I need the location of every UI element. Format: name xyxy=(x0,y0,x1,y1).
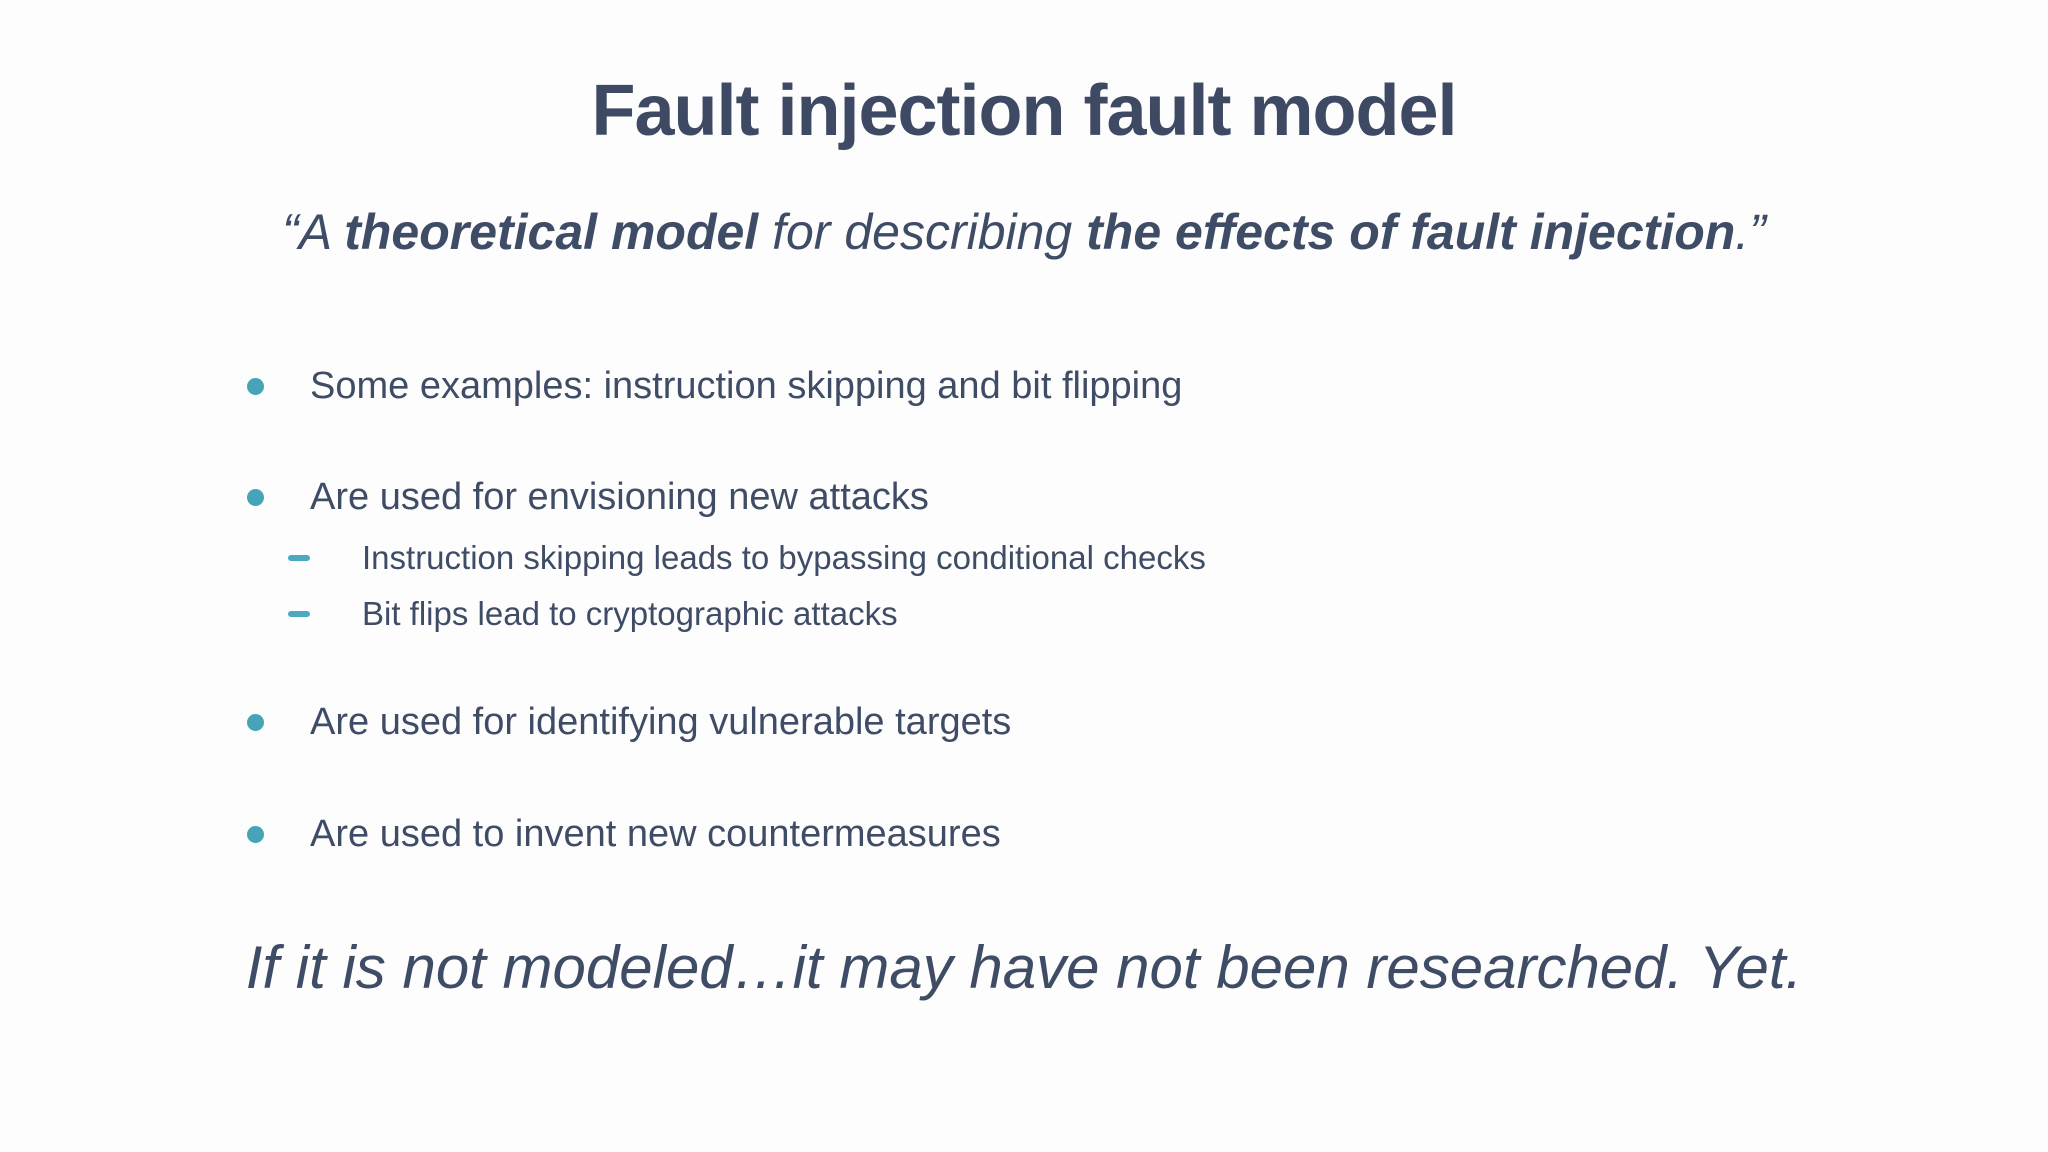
sub-bullet-instruction-skipping: Instruction skipping leads to bypassing … xyxy=(0,536,2048,580)
quote-suffix: .” xyxy=(1735,204,1766,260)
sub-bullet-label: Instruction skipping leads to bypassing … xyxy=(362,539,1206,576)
sub-bullet-label: Bit flips lead to cryptographic attacks xyxy=(362,595,898,632)
bullet-item-label: Are used for identifying vulnerable targ… xyxy=(310,701,1012,743)
bullet-item-label: Some examples: instruction skipping and … xyxy=(310,365,1183,407)
dash-bullet-icon xyxy=(288,611,310,617)
quote-prefix: “A xyxy=(282,204,345,260)
sub-bullet-bit-flips: Bit flips lead to cryptographic attacks xyxy=(0,592,2048,636)
quote-bold-effects: the effects of fault injection xyxy=(1086,204,1736,260)
bullet-dot-icon xyxy=(247,378,264,395)
bullet-item-examples: Some examples: instruction skipping and … xyxy=(0,362,2048,410)
slide-title: Fault injection fault model xyxy=(591,71,1457,151)
closing-statement: If it is not modeled…it may have not bee… xyxy=(245,934,1803,1001)
dash-bullet-icon xyxy=(288,555,310,561)
bullet-item-label: Are used to invent new countermeasures xyxy=(310,813,1001,855)
bullet-item-countermeasures: Are used to invent new countermeasures xyxy=(0,810,2048,858)
quote-bold-theoretical-model: theoretical model xyxy=(344,204,759,260)
bullet-dot-icon xyxy=(247,714,264,731)
bullet-item-envisioning-attacks: Are used for envisioning new attacks xyxy=(0,473,2048,521)
bullet-dot-icon xyxy=(247,489,264,506)
bullet-item-vulnerable-targets: Are used for identifying vulnerable targ… xyxy=(0,698,2048,746)
quote-line: “A theoretical model for describing the … xyxy=(0,203,2048,261)
quote-middle: for describing xyxy=(758,204,1087,260)
bullet-item-label: Are used for envisioning new attacks xyxy=(310,476,929,518)
bullet-dot-icon xyxy=(247,826,264,843)
